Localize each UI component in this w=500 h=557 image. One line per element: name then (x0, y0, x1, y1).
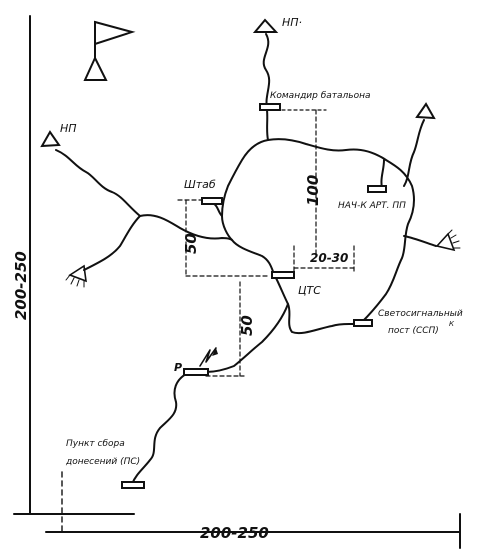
boundary-axes (13, 15, 461, 549)
communication-lines (55, 33, 437, 485)
label-marker-r: Р (174, 361, 182, 374)
label-signal-post-line1: Светосигнальный (378, 309, 463, 319)
battalion-commander-post (259, 103, 281, 111)
np-right-triangle-icon (415, 102, 436, 120)
label-np-left: НП (60, 122, 77, 135)
dimension-lines (177, 109, 355, 377)
np-left-triangle-icon (40, 130, 61, 148)
dimension-50-upper: 50 (182, 233, 200, 254)
dimension-50-lower: 50 (238, 315, 256, 336)
label-signal-post-line2: пост (ССП) (388, 326, 439, 336)
label-tsc: ЦТС (298, 284, 321, 297)
r-post (183, 368, 209, 376)
left-hatched-symbol-icon (65, 264, 87, 288)
label-battalion-commander: Командир батальона (270, 91, 371, 101)
report-point-post (121, 481, 145, 489)
dimension-20-30: 20-30 (310, 251, 348, 265)
label-signal-post-mark: К (449, 320, 455, 328)
label-report-point-line2: донесений (ПС) (65, 457, 140, 467)
hq-post (201, 197, 223, 205)
dimension-200-250-bottom: 200-250 (200, 524, 269, 542)
np-top-triangle-icon (252, 18, 279, 33)
label-report-point-line1: Пункт сбора (66, 439, 125, 449)
dimension-100: 100 (304, 175, 322, 206)
label-art-chief: НАЧ-К АРТ. ПП (338, 201, 406, 211)
art-chief-post (367, 185, 387, 193)
signal-post (353, 319, 373, 327)
label-np-top: НП· (282, 16, 302, 29)
label-hq: Штаб (184, 178, 216, 191)
tsc-post (271, 271, 295, 279)
dimension-200-250-left: 200-250 (12, 251, 30, 320)
flag-icon (83, 20, 136, 81)
r-flag-icon (199, 347, 218, 367)
right-hatched-symbol-icon (435, 229, 461, 252)
